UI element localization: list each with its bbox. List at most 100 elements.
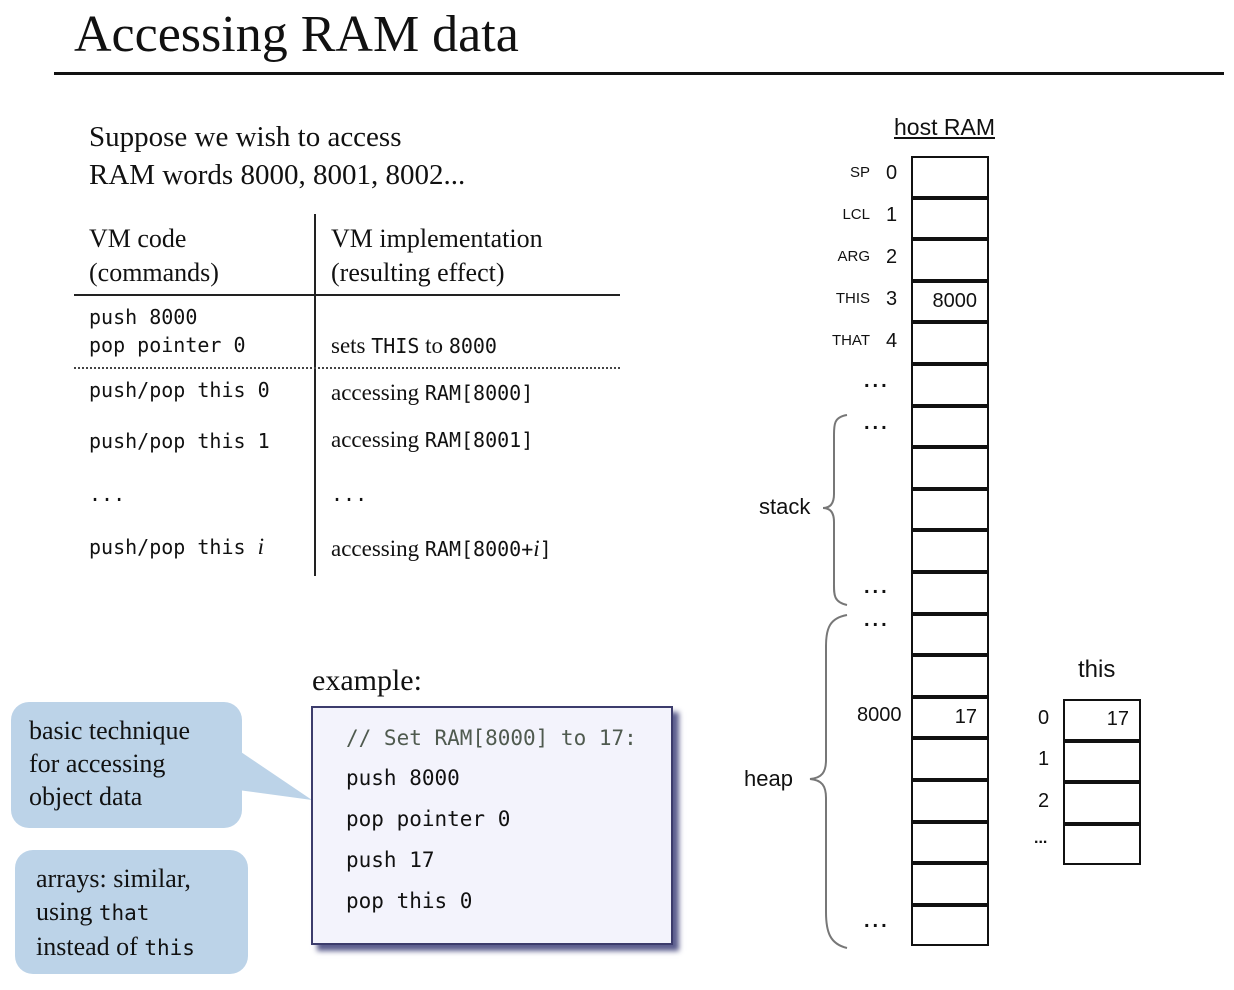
column-divider <box>314 214 316 576</box>
slide-title: Accessing RAM data <box>74 6 519 63</box>
setup-code-line-2: pop pointer 0 <box>89 333 246 357</box>
setup-code-line-1: push 8000 <box>89 305 198 329</box>
ellipsis: ... <box>864 609 890 631</box>
this-index: 2 <box>1038 790 1050 812</box>
this-cell <box>1063 823 1141 866</box>
register-label-that: THAT <box>831 332 870 349</box>
impl-mono: RAM[8000+ <box>424 537 534 561</box>
table-row-code: push/pop this 1 <box>89 429 270 453</box>
ram-cell <box>911 780 989 822</box>
callout-arrays-line1: arrays: similar, <box>36 864 191 893</box>
header-vm-code-line1: VM code <box>89 224 187 253</box>
ram-cell <box>911 488 989 531</box>
title-divider <box>54 72 1224 75</box>
callout-technique: basic technique for accessing object dat… <box>11 702 242 828</box>
this-index: 1 <box>1038 748 1050 770</box>
register-index: 3 <box>886 288 898 310</box>
ram-cell <box>911 156 989 198</box>
this-cell <box>1063 740 1141 783</box>
ellipsis: ... <box>864 576 890 598</box>
register-index: 4 <box>886 330 898 352</box>
this-segment-title: this <box>1078 656 1116 683</box>
setup-impl-text2: to <box>419 333 449 358</box>
keyword-this: this <box>144 936 195 960</box>
this-index: ... <box>1034 830 1048 847</box>
ram-cell: 17 <box>911 696 989 739</box>
keyword-that: that <box>98 901 150 925</box>
callout-technique-line1: basic technique <box>29 716 190 745</box>
ram-cell <box>911 447 989 489</box>
this-cell: 17 <box>1063 699 1141 741</box>
callout-arrays: arrays: similar, using that instead of t… <box>15 850 248 974</box>
callout-tail <box>238 750 312 800</box>
text: instead of <box>36 932 145 961</box>
table-row-code: ... <box>89 482 126 506</box>
header-vm-impl: VM implementation (resulting effect) <box>331 222 543 290</box>
ram-cell <box>911 530 989 572</box>
ram-cell <box>911 821 989 864</box>
impl-text: accessing <box>331 427 425 452</box>
intro-line-2: RAM words 8000, 8001, 8002... <box>89 159 466 191</box>
intro-text: Suppose we wish to access RAM words 8000… <box>89 118 465 194</box>
setup-impl-value: 8000 <box>448 334 497 358</box>
impl-text: accessing <box>331 536 425 561</box>
this-index: 0 <box>1038 707 1050 729</box>
register-label-arg: ARG <box>837 248 870 265</box>
text: using <box>36 897 99 926</box>
ellipsis: ... <box>864 412 890 434</box>
ram-cell <box>911 405 989 448</box>
ram-cell <box>911 197 989 240</box>
ram-cell <box>911 364 989 406</box>
code-line: push 17 <box>346 848 435 872</box>
intro-line-1: Suppose we wish to access <box>89 121 402 153</box>
register-index: 0 <box>886 162 898 184</box>
header-vm-code-line2: (commands) <box>89 258 219 287</box>
table-row-impl: accessing RAM[8000] <box>331 380 533 406</box>
impl-mono: RAM[8001] <box>424 428 534 452</box>
header-vm-impl-line1: VM implementation <box>331 224 543 253</box>
code-line: pop pointer 0 <box>346 807 511 831</box>
vm-table: VM code (commands) VM implementation (re… <box>74 214 620 576</box>
register-label-lcl: LCL <box>842 206 870 223</box>
callout-technique-line3: object data <box>29 782 143 811</box>
ram-cell <box>911 239 989 281</box>
register-label-this: THIS <box>835 290 870 307</box>
header-rule <box>74 294 620 296</box>
code-italic: i <box>257 534 264 559</box>
code-text: push/pop this <box>89 535 258 559</box>
ram-cell <box>911 655 989 697</box>
setup-impl: sets THIS to 8000 <box>331 333 497 359</box>
register-index: 2 <box>886 246 898 268</box>
ram-cell: 8000 <box>911 280 989 323</box>
heap-address-label: 8000 <box>857 704 902 726</box>
callout-arrays-line2: using that <box>36 895 230 930</box>
callout-technique-line2: for accessing <box>29 749 166 778</box>
this-cell <box>1063 782 1141 824</box>
table-row-code: push/pop this i <box>89 534 264 560</box>
code-comment: // Set RAM[8000] to 17: <box>346 726 637 750</box>
setup-impl-register: THIS <box>371 334 420 358</box>
impl-italic: i <box>533 536 540 561</box>
example-code-box: // Set RAM[8000] to 17: push 8000 pop po… <box>311 706 673 945</box>
heap-label: heap <box>744 766 793 791</box>
impl-mono: RAM[8000] <box>424 381 534 405</box>
setup-impl-text: sets <box>331 333 372 358</box>
register-label-sp: SP <box>849 164 870 181</box>
stack-brace <box>822 414 848 606</box>
ram-cell <box>911 613 989 656</box>
ram-cell <box>911 572 989 614</box>
code-line: pop this 0 <box>346 889 473 913</box>
impl-mono-end: ] <box>539 537 552 561</box>
register-index: 1 <box>886 204 898 226</box>
ram-cell <box>911 738 989 780</box>
table-row-impl: accessing RAM[8000+i] <box>331 536 552 562</box>
table-row-impl: ... <box>331 482 368 506</box>
dotted-separator <box>74 367 620 369</box>
callout-arrays-line3: instead of this <box>36 930 230 965</box>
header-vm-code: VM code (commands) <box>89 222 219 290</box>
table-row-code: push/pop this 0 <box>89 378 270 402</box>
heap-brace <box>809 614 848 949</box>
ram-cell <box>911 904 989 947</box>
ram-cell <box>911 863 989 905</box>
code-line: push 8000 <box>346 766 460 790</box>
